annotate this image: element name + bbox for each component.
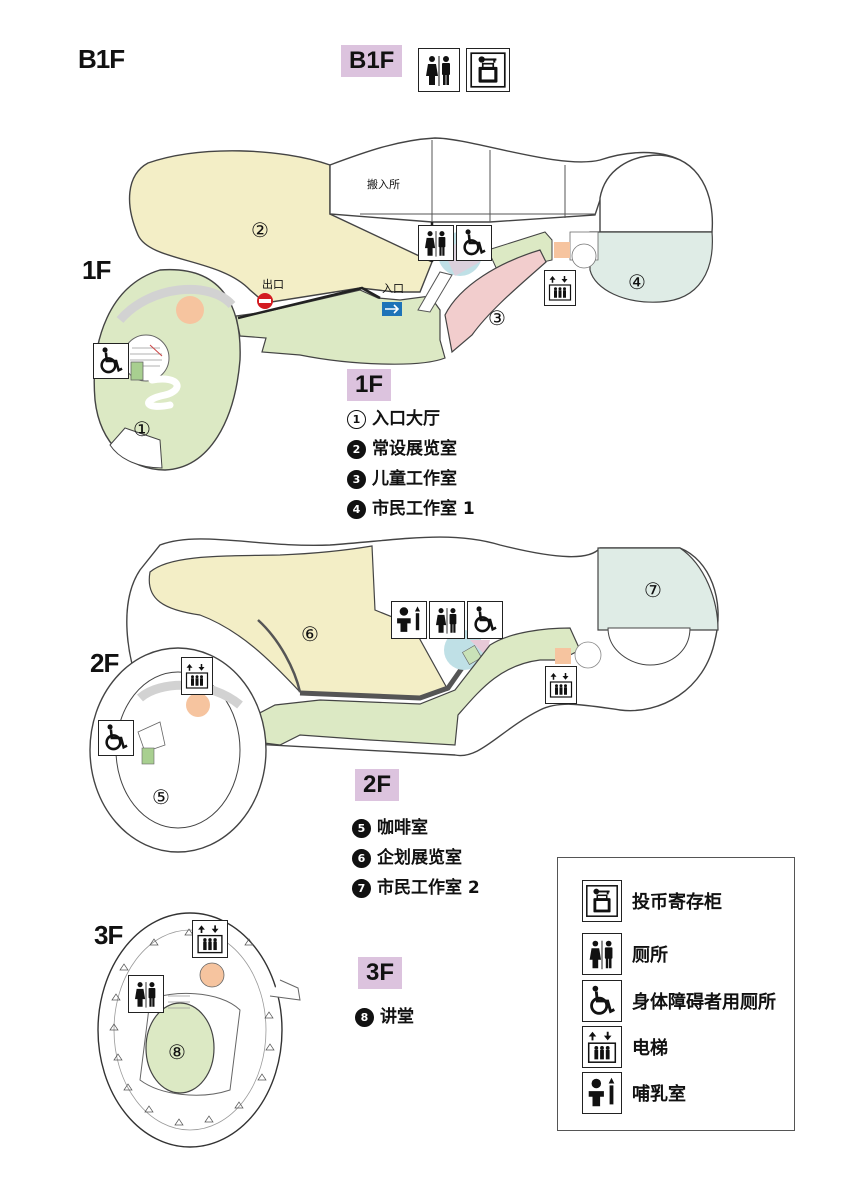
list-item: 1 入口大厅	[347, 404, 475, 434]
list-label: 咖啡室	[377, 818, 428, 838]
floor-chip-2f: 2F	[355, 769, 400, 801]
seat-markers	[109, 928, 275, 1126]
legend: 投币寄存柜 厕所 身体障碍者用厕所 电梯 哺乳室	[557, 857, 795, 1131]
list-label: 讲堂	[380, 1007, 414, 1027]
b1f-locker-icon	[466, 48, 510, 92]
floor-chip-b1f: B1F	[341, 45, 403, 77]
label-area-3: ③	[488, 306, 506, 330]
legend-label: 哺乳室	[632, 1084, 686, 1105]
list-number: 3	[347, 469, 366, 489]
1f-elevator-icon	[544, 270, 576, 306]
list-label: 市民工作室 1	[372, 499, 475, 519]
label-area-6: ⑥	[301, 622, 319, 646]
list-label: 儿童工作室	[372, 469, 457, 489]
wheelchair-icon	[582, 980, 622, 1022]
label-area-8: ⑧	[168, 1040, 186, 1064]
list-item: 4 市民工作室 1	[347, 494, 475, 524]
floor-label-3f: 3F	[94, 920, 123, 950]
2f-cafe-wheelchair-icon	[98, 720, 134, 756]
2f-restroom-icon	[429, 601, 465, 639]
area-3-kids	[444, 249, 547, 354]
label-exit: 出口	[262, 278, 284, 291]
room-list-1f: 1 入口大厅 2 常设展览室 3 儿童工作室 4 市民工作室 1	[347, 404, 475, 524]
1f-lobby-wheelchair-icon	[93, 343, 129, 379]
room-list-3f: 8 讲堂	[355, 1002, 414, 1032]
list-number: 1	[347, 409, 366, 429]
2f-nursing-room-icon	[391, 601, 427, 639]
label-area-2: ②	[251, 218, 269, 242]
3f-restroom-icon	[128, 975, 164, 1013]
legend-label: 身体障碍者用厕所	[632, 992, 776, 1013]
legend-label: 电梯	[632, 1038, 668, 1059]
1f-restroom-icon	[418, 225, 454, 261]
area-8-lecture	[145, 1002, 215, 1094]
list-item: 6 企划展览室	[352, 843, 480, 873]
list-item: 8 讲堂	[355, 1002, 414, 1032]
elevator-icon	[582, 1026, 622, 1068]
list-item: 2 常设展览室	[347, 434, 475, 464]
legend-item-locker: 投币寄存柜	[582, 880, 722, 922]
list-label: 市民工作室 2	[377, 878, 480, 898]
1f-wheelchair-icon	[456, 225, 492, 261]
list-item: 7 市民工作室 2	[352, 873, 480, 903]
label-area-4: ④	[628, 270, 646, 294]
2f-cafe-elevator-icon	[181, 657, 213, 695]
floor-chip-1f: 1F	[347, 369, 392, 401]
locker-icon	[582, 880, 622, 922]
list-label: 常设展览室	[372, 439, 457, 459]
label-loading: 搬入所	[367, 178, 400, 191]
legend-item-elevator: 电梯	[582, 1026, 668, 1068]
area-1-lobby	[93, 269, 241, 471]
floor-chip-3f: 3F	[358, 957, 403, 989]
list-number: 2	[347, 439, 366, 459]
list-number: 7	[352, 878, 371, 898]
list-number: 4	[347, 499, 366, 519]
list-label: 入口大厅	[372, 409, 440, 429]
legend-label: 投币寄存柜	[632, 892, 722, 913]
label-area-5: ⑤	[152, 785, 170, 809]
legend-label: 厕所	[632, 945, 668, 966]
floor-label-1f: 1F	[82, 255, 111, 285]
legend-item-nursing: 哺乳室	[582, 1072, 686, 1114]
label-area-7: ⑦	[644, 578, 662, 602]
legend-item-accessible: 身体障碍者用厕所	[582, 980, 776, 1022]
3f-elevator-icon	[192, 920, 228, 958]
floor-label-b1f: B1F	[78, 44, 125, 74]
area-2-exhibition	[128, 150, 433, 304]
floor-label-2f: 2F	[90, 648, 119, 678]
list-item: 3 儿童工作室	[347, 464, 475, 494]
label-area-1: ①	[133, 417, 151, 441]
list-item: 5 咖啡室	[352, 813, 480, 843]
2f-wheelchair-icon	[467, 601, 503, 639]
list-number: 6	[352, 848, 371, 868]
area-7-citizen	[597, 547, 719, 631]
room-list-2f: 5 咖啡室 6 企划展览室 7 市民工作室 2	[352, 813, 480, 903]
restroom-icon	[582, 933, 622, 975]
list-label: 企划展览室	[377, 848, 462, 868]
nursing-room-icon	[582, 1072, 622, 1114]
legend-item-restroom: 厕所	[582, 933, 668, 975]
area-4-citizen	[589, 231, 713, 303]
area-6-exhibition	[148, 545, 449, 699]
list-number: 8	[355, 1007, 374, 1027]
label-entrance: 入口	[382, 282, 404, 295]
2f-elevator-icon	[545, 666, 577, 704]
b1f-restroom-icon	[418, 48, 460, 92]
list-number: 5	[352, 818, 371, 838]
